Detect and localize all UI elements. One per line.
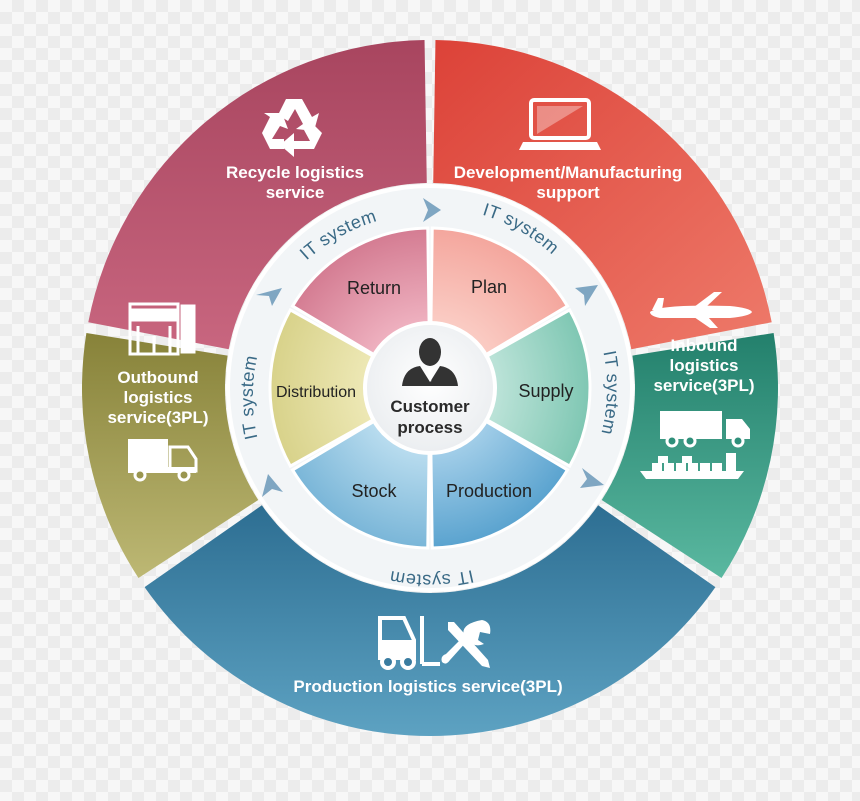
outer-label-production-line1: Production logistics service(3PL) <box>293 677 562 696</box>
inner-label-distribution: Distribution <box>276 384 356 401</box>
inner-label-return: Return <box>347 278 401 298</box>
outer-label-inbound-line3: service(3PL) <box>653 376 754 395</box>
cargo-ship-icon <box>640 453 744 479</box>
ring-arrow-lower-right <box>580 468 604 488</box>
laptop-icon <box>519 98 601 150</box>
ring-arrow-upper-right <box>575 285 598 306</box>
outer-label-outbound-line2: logistics <box>124 388 193 407</box>
recycle-icon <box>262 99 322 157</box>
outer-label-inbound-line2: logistics <box>670 356 739 375</box>
inner-label-plan: Plan <box>471 277 507 297</box>
truck-icon <box>660 411 750 448</box>
inner-label-production: Production <box>446 481 532 501</box>
person-icon <box>402 338 458 386</box>
forklift-icon <box>378 616 440 670</box>
outer-label-outbound-line3: service(3PL) <box>107 408 208 427</box>
inner-label-stock: Stock <box>351 481 397 501</box>
outer-label-outbound-line1: Outbound <box>117 368 198 387</box>
outer-label-recycle-line2: service <box>266 183 325 202</box>
outer-segment-recycle <box>88 40 427 350</box>
airplane-icon <box>650 292 752 328</box>
outer-label-development-line2: support <box>536 183 600 202</box>
center-label-line2: process <box>397 418 462 437</box>
warehouse-icon <box>128 302 196 356</box>
outer-label-recycle-line1: Recycle logistics <box>226 163 364 182</box>
outer-segment-development <box>433 40 772 350</box>
wrench-screwdriver-icon <box>441 620 491 668</box>
outer-label-development-line1: Development/Manufacturing <box>454 163 683 182</box>
ring-arrow-lower-left <box>262 474 283 497</box>
delivery-truck-icon <box>128 439 198 482</box>
outer-label-inbound-line1: Inbound <box>670 336 737 355</box>
ring-arrow-top <box>423 198 441 222</box>
ring-arrow-upper-left <box>256 288 282 306</box>
outer-segment-inbound <box>601 332 778 579</box>
inner-label-supply: Supply <box>518 381 573 401</box>
outer-segment-production <box>144 505 716 736</box>
center-label-line1: Customer <box>390 397 470 416</box>
center-circle <box>363 321 497 455</box>
